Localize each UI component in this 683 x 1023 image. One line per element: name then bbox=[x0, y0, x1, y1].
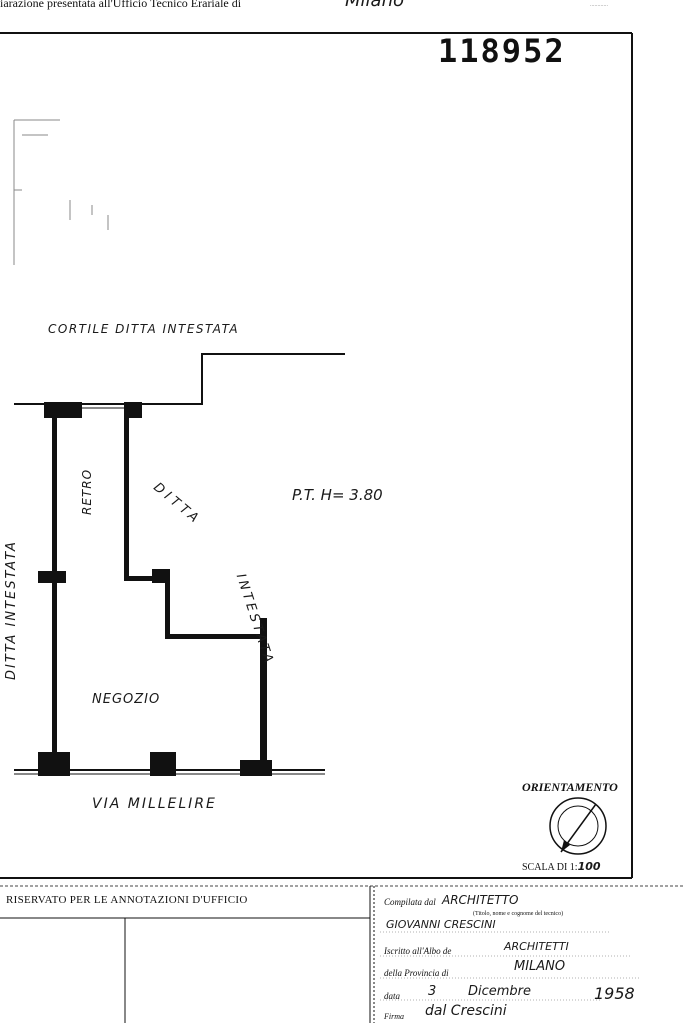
date-year: 1958 bbox=[594, 984, 635, 1003]
province-value: MILANO bbox=[514, 959, 566, 974]
compiled-by-prefix: Compilata dal bbox=[384, 897, 436, 907]
compiled-by-title: ARCHITETTO bbox=[442, 893, 519, 907]
compiled-by-name: GIOVANNI CRESCINI bbox=[386, 918, 496, 931]
orientation-label: ORIENTAMENTO bbox=[522, 780, 618, 794]
province-prefix: della Provincia di bbox=[384, 968, 449, 978]
date-day: 3 bbox=[428, 984, 437, 999]
date-prefix: data bbox=[384, 991, 401, 1001]
street-label: VIA MILLELIRE bbox=[92, 796, 217, 812]
compass-icon bbox=[549, 797, 607, 855]
register-prefix: Iscritto all'Albo de bbox=[384, 946, 452, 956]
document-number: 118952 bbox=[438, 32, 566, 70]
date-month: Dicembre bbox=[468, 984, 532, 999]
reserved-annotations-title: RISERVATO PER LE ANNOTAZIONI D'UFFICIO bbox=[6, 894, 248, 906]
walls bbox=[38, 402, 272, 776]
compiled-by-note: (Titolo, nome e cognome del tecnico) bbox=[473, 911, 564, 917]
shop-label: NEGOZIO bbox=[92, 692, 161, 707]
header-right-marker: ............ bbox=[590, 2, 608, 8]
courtyard-boundary bbox=[14, 353, 345, 405]
courtyard-label: CORTILE DITTA INTESTATA bbox=[48, 322, 240, 336]
floor-height-label: P.T. H= 3.80 bbox=[292, 486, 383, 504]
left-neighbor-label: DITTA INTESTATA bbox=[4, 540, 19, 680]
register-value: ARCHITETTI bbox=[504, 940, 569, 953]
dotted-lines bbox=[380, 931, 640, 1001]
faint-scan-marks bbox=[13, 119, 109, 265]
signature-prefix: Firma bbox=[384, 1012, 404, 1021]
scale-label: SCALA DI 1:100 bbox=[522, 860, 601, 873]
header-printed-text: iarazione presentata all'Ufficio Tecnico… bbox=[0, 0, 242, 10]
scale-prefix: SCALA DI 1: bbox=[522, 862, 578, 873]
signature-value: dal Crescini bbox=[425, 1003, 507, 1019]
header-handwritten-city: Milano bbox=[345, 0, 404, 11]
scale-value: 100 bbox=[577, 860, 601, 873]
back-room-label: RETRO bbox=[80, 468, 94, 515]
